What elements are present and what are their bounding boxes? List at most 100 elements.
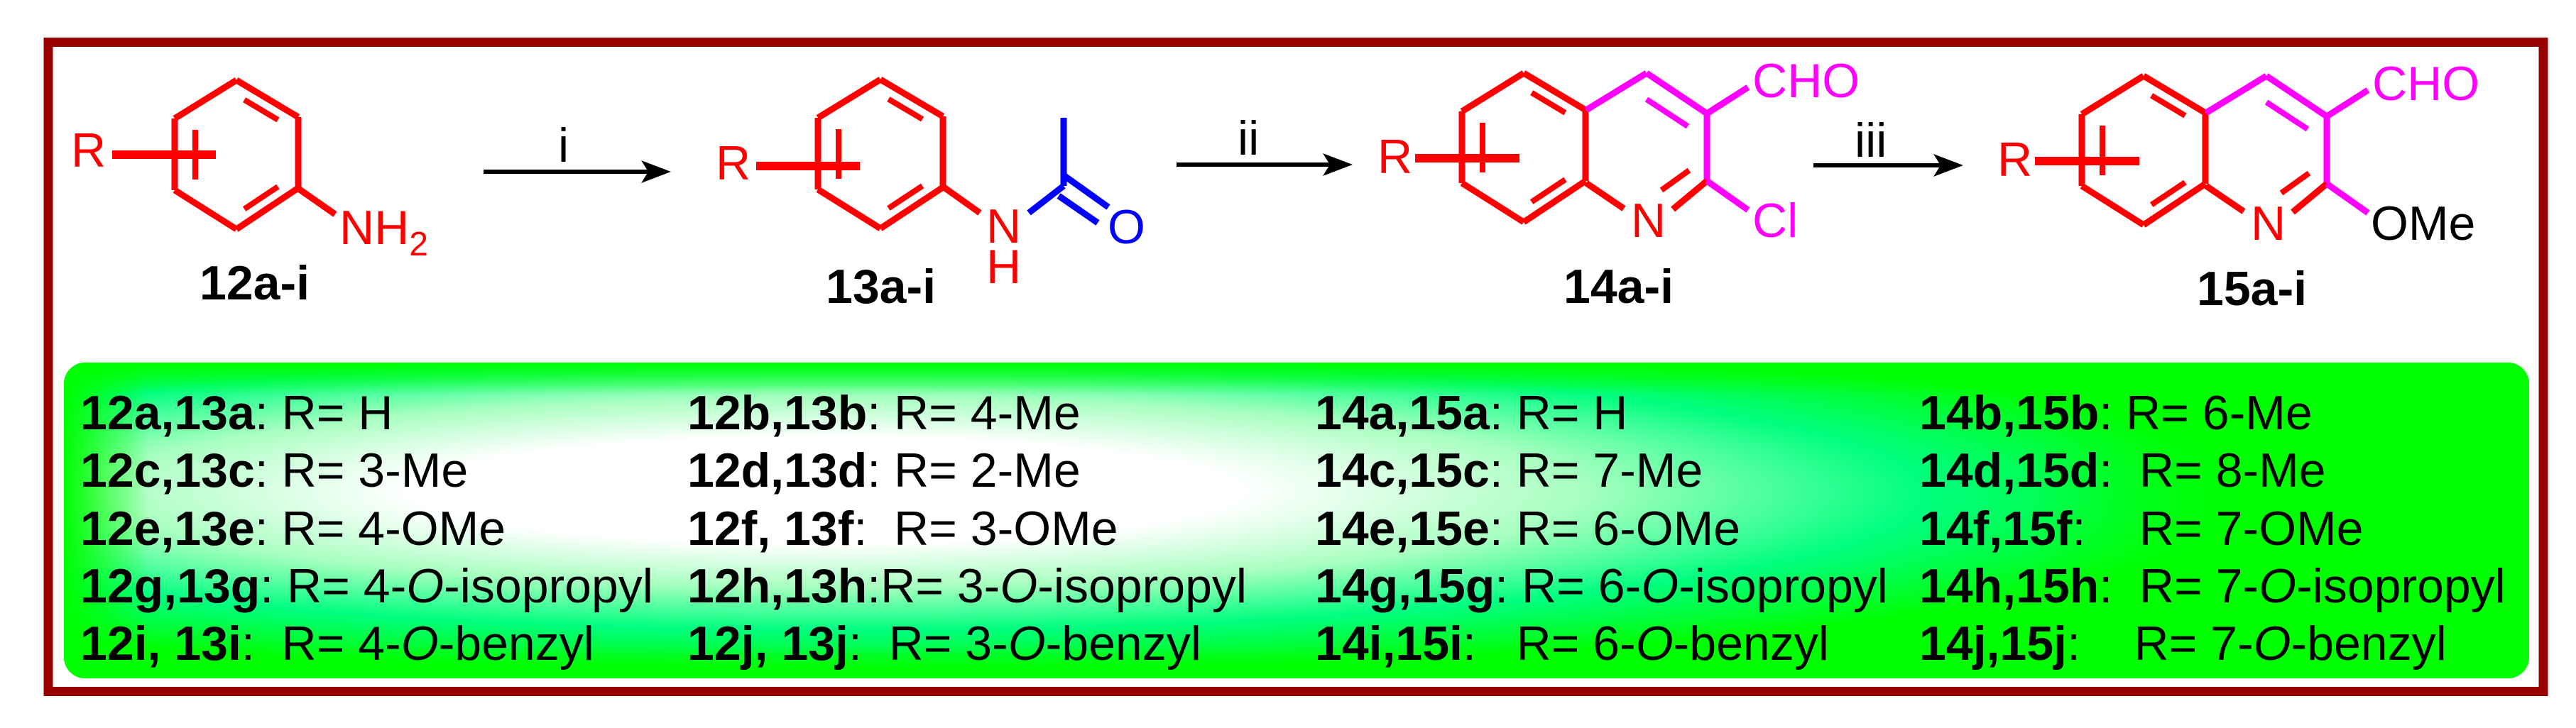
substituent-entry: 12i, 13i: R= 4-O-benzyl: [80, 617, 594, 671]
compound-14: R N CHO Cl 14a-i: [1377, 54, 1860, 314]
substituent-entry: 12b,13b: R= 4-Me: [687, 386, 1081, 440]
compound-ids: 14c,15c: [1315, 443, 1490, 497]
double-bond-line: [2264, 99, 2310, 132]
substituent-entry: 12f, 13f: R= 3-OMe: [687, 502, 1118, 556]
aldehyde-label: CHO: [1752, 54, 1860, 108]
ring-bond: [2141, 73, 2207, 116]
compound-ids: 12f, 13f: [687, 502, 854, 556]
substituent-text: : R= H: [255, 386, 393, 440]
substituent-entry: 14i,15i: R= 6-O-benzyl: [1315, 617, 1829, 671]
substituent-entry: 12d,13d: R= 2-Me: [687, 443, 1081, 497]
double-bond-line: [2150, 93, 2187, 118]
compound-ids: 14h,15h: [1919, 559, 2099, 613]
substituent-italic: O: [1000, 559, 1037, 613]
double-bond-line: [243, 97, 280, 123]
ring-bond: [816, 77, 883, 121]
reaction-arrows: [484, 153, 1963, 183]
ring-bond: [2204, 73, 2269, 116]
ring-bond: [878, 77, 945, 119]
ring-bond: [234, 185, 300, 232]
substituent-entry: 12e,13e: R= 4-OMe: [80, 502, 506, 556]
double-bond-line: [1529, 177, 1567, 204]
arrow-step-ii: [1177, 153, 1353, 176]
substituent-italic: O: [1636, 617, 1674, 671]
compound-ids: 14g,15g: [1315, 559, 1495, 613]
c-n-bond: [1584, 180, 1626, 211]
compound-ids: 12j, 13j: [687, 617, 848, 671]
substituent-suffix: -isopropyl: [1679, 559, 1888, 613]
ring-bond: [1460, 70, 1526, 114]
substituent-italic: O: [406, 559, 444, 613]
step-label-ii: ii: [1238, 111, 1259, 165]
substituent-entry: 14b,15b: R= 6-Me: [1919, 386, 2313, 440]
substituent-text: : R= 4-: [260, 559, 406, 613]
compound-12: R NH2 12a-i: [71, 123, 428, 310]
carbonyl-bond: [1061, 172, 1110, 210]
r-group-label: R: [716, 136, 751, 190]
substituent-entry: 14e,15e: R= 6-OMe: [1315, 502, 1740, 556]
arrow-step-iii: [1813, 154, 1963, 177]
substituent-suffix: -benzyl: [2291, 617, 2447, 671]
compound-ids: 14e,15e: [1315, 502, 1490, 556]
substituent-text: : R= 3-OMe: [853, 502, 1118, 556]
aldehyde-label: CHO: [2372, 57, 2479, 111]
substituent-bond: [2325, 181, 2370, 216]
hydrogen-label: H: [986, 240, 1021, 294]
ring-bond: [173, 77, 239, 121]
substituent-entry: 12j, 13j: R= 3-O-benzyl: [687, 617, 1201, 671]
substituent-entry: 14c,15c: R= 7-Me: [1315, 443, 1703, 497]
substituent-entry: 12h,13h:R= 3-O-isopropyl: [687, 559, 1247, 613]
compound-ids: 12d,13d: [687, 443, 867, 497]
amine-label: NH2: [339, 201, 428, 263]
substituent-text: : R= 4-Me: [867, 386, 1080, 440]
ring-bond: [173, 187, 239, 232]
oxygen-label: O: [1108, 200, 1145, 254]
step-label-i: i: [558, 118, 569, 172]
substituent-entry: 14a,15a: R= H: [1315, 386, 1627, 440]
substituent-panel: [64, 363, 2529, 678]
compound-ids: 12h,13h: [687, 559, 867, 613]
ring-bond: [1584, 70, 1649, 113]
ring-bond: [2264, 73, 2329, 119]
double-bond-line: [2279, 170, 2311, 196]
compound-ids: 14d,15d: [1919, 443, 2099, 497]
substituent-entry: 14h,15h: R= 7-O-isopropyl: [1919, 559, 2506, 613]
ring-bond: [1522, 70, 1588, 113]
compound-ids: 14j,15j: [1919, 617, 2067, 671]
substituent-suffix: -isopropyl: [1037, 559, 1247, 613]
substituent-text: : R= 4-OMe: [255, 502, 506, 556]
compound-ids: 12c,13c: [80, 443, 255, 497]
arrow-head: [1323, 153, 1353, 176]
compound-ids: 12b,13b: [687, 386, 867, 440]
c-n-bond: [1671, 178, 1709, 212]
r-group-label: R: [1377, 130, 1412, 184]
substituent-text: : R= 7-: [2099, 559, 2259, 613]
c-n-bond: [295, 185, 337, 217]
aldehyde-bond: [1705, 84, 1750, 116]
bond-drawing: [112, 70, 2370, 232]
r-group-label: R: [71, 123, 106, 177]
nitrogen-label: N: [2251, 197, 2286, 250]
substituent-text: : R= H: [1490, 386, 1628, 440]
substituent-suffix: -isopropyl: [2296, 559, 2506, 613]
chloro-label: Cl: [1752, 194, 1798, 248]
compound-label-12: 12a-i: [200, 256, 310, 310]
substituent-text: : R= 6-OMe: [1490, 502, 1740, 556]
n-c-bond: [1027, 183, 1066, 216]
ring-bond: [878, 184, 945, 231]
substituent-suffix: -benzyl: [1046, 617, 1201, 671]
double-bond-line: [1644, 96, 1690, 129]
compound-15: R N CHO OMe 15a-i: [1997, 57, 2479, 316]
c-n-bond: [941, 184, 982, 216]
substituent-text: : R= 4-: [241, 617, 401, 671]
substituent-entry: 12c,13c: R= 3-Me: [80, 443, 468, 497]
substituent-text: : R= 6-: [1495, 559, 1641, 613]
compound-ids: 12a,13a: [80, 386, 256, 440]
compound-label-13: 13a-i: [826, 260, 936, 314]
ring-bond: [816, 187, 883, 231]
substituent-text: : R= 7-Me: [1490, 443, 1703, 497]
ring-bond: [1460, 180, 1526, 225]
substituent-text: : R= 7-OMe: [2072, 502, 2363, 556]
substituent-text: : R= 6-Me: [2099, 386, 2312, 440]
